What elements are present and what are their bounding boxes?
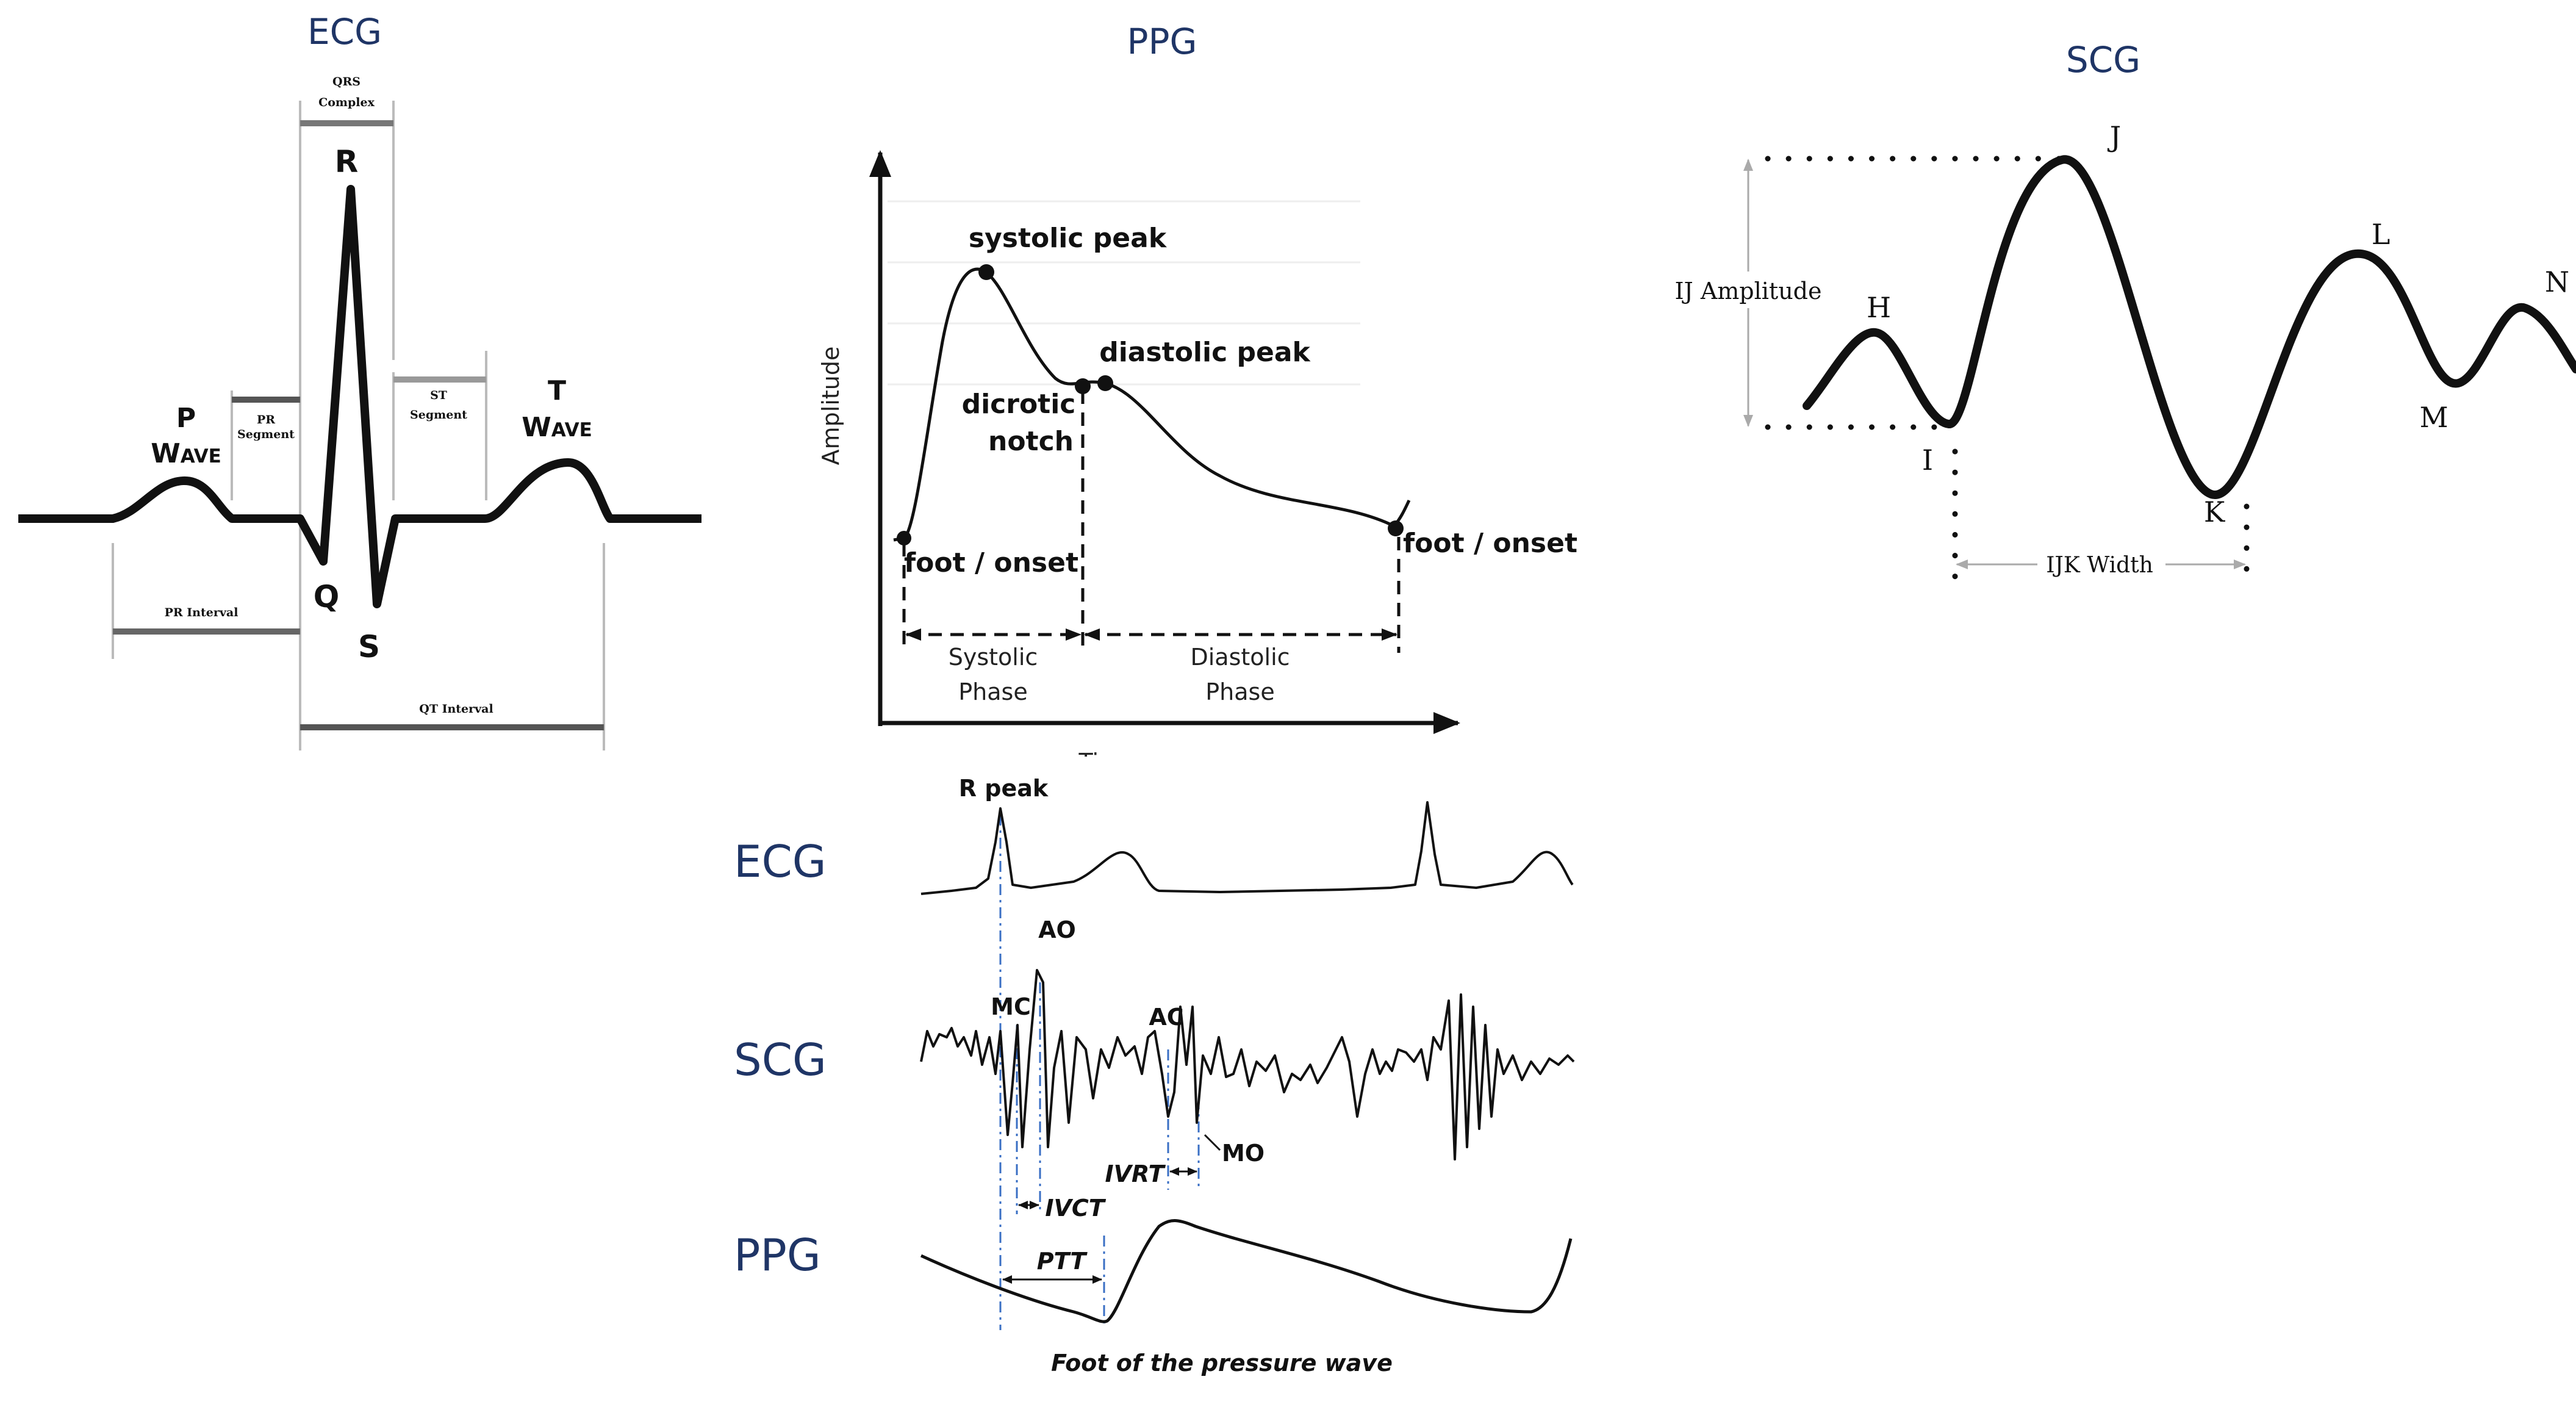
systolic-phase-line2: Phase bbox=[958, 678, 1027, 705]
row-label-scg: SCG bbox=[734, 1034, 827, 1085]
dicrotic-notch-line2: notch bbox=[988, 426, 1074, 457]
ao-annotation: AO bbox=[1038, 916, 1076, 943]
q-label: Q bbox=[314, 579, 340, 614]
ecg-interval-bars bbox=[113, 120, 604, 730]
timing-ecg-trace bbox=[920, 801, 1574, 895]
scg-point-m: M bbox=[2419, 401, 2448, 434]
scg-dotted-guides bbox=[1765, 156, 2250, 592]
ecg-guide-lines bbox=[112, 101, 605, 750]
ecg-waveform bbox=[18, 185, 701, 608]
scg-diagram: SCG IJ Amplitude IJK Width H I J K L M N bbox=[1671, 39, 2576, 592]
systolic-peak-label: systolic peak bbox=[969, 223, 1168, 254]
scg-point-i: I bbox=[1922, 444, 1933, 477]
pr-segment-line1: PR bbox=[257, 413, 275, 426]
ppg-crop-mask bbox=[1037, 757, 1183, 781]
ppg-foot-left-point bbox=[897, 531, 911, 545]
t-wave-line2: Wave bbox=[522, 412, 592, 443]
mo-annotation: MO bbox=[1222, 1140, 1265, 1167]
dicrotic-notch-line1: dicrotic bbox=[962, 389, 1076, 420]
ijk-width-label-bg bbox=[2037, 549, 2165, 580]
scg-title: SCG bbox=[2066, 39, 2140, 81]
scg-point-j: J bbox=[2108, 120, 2121, 153]
ptt-annotation: PTT bbox=[1037, 1248, 1088, 1275]
scg-point-k: K bbox=[2204, 495, 2226, 528]
ppg-y-axis-label: Amplitude bbox=[817, 347, 844, 466]
mc-annotation: MC bbox=[991, 993, 1031, 1020]
ijk-width-label: IJK Width bbox=[2046, 553, 2153, 578]
timing-guides bbox=[999, 815, 1200, 1330]
ppg-systolic-peak-point bbox=[978, 264, 994, 280]
scg-point-h: H bbox=[1867, 291, 1891, 324]
pr-interval-label: PR Interval bbox=[165, 606, 239, 619]
ppg-foot-right-point bbox=[1388, 520, 1404, 536]
diastolic-phase-line1: Diastolic bbox=[1190, 644, 1290, 671]
diastolic-peak-label: diastolic peak bbox=[1099, 337, 1311, 368]
ppg-diagram: PPG Amplitude Time bbox=[817, 21, 1577, 781]
row-label-ecg: ECG bbox=[734, 836, 827, 887]
ppg-title: PPG bbox=[1127, 21, 1197, 62]
scg-point-n: N bbox=[2545, 265, 2569, 298]
ppg-diastolic-peak-point bbox=[1097, 375, 1113, 391]
ecg-title: ECG bbox=[307, 11, 382, 52]
foot-onset-right-label: foot / onset bbox=[1403, 528, 1577, 559]
ppg-waveform bbox=[893, 267, 1411, 542]
ppg-grid bbox=[888, 200, 1360, 386]
timing-diagram: ECG SCG PPG R peak AO MC AC MO IVRT IVCT bbox=[734, 775, 1575, 1376]
st-segment-line1: ST bbox=[430, 389, 447, 402]
diastolic-phase-line2: Phase bbox=[1205, 678, 1274, 705]
ij-amplitude-label: IJ Amplitude bbox=[1675, 278, 1822, 304]
ivrt-annotation: IVRT bbox=[1105, 1161, 1166, 1187]
qt-interval-label: QT Interval bbox=[419, 702, 493, 716]
r-peak-label: R bbox=[335, 144, 359, 179]
pr-segment-line2: Segment bbox=[237, 428, 295, 441]
r-peak-annotation: R peak bbox=[959, 775, 1049, 802]
ppg-phase-dividers bbox=[902, 390, 1401, 653]
qrs-label-line1: QRS bbox=[332, 75, 361, 88]
mo-leader-line bbox=[1204, 1134, 1221, 1151]
ecg-diagram: ECG QRS Complex PR Segment ST Segment PR… bbox=[18, 11, 701, 750]
s-label: S bbox=[358, 629, 380, 664]
timing-scg-trace bbox=[920, 969, 1575, 1161]
ivct-annotation: IVCT bbox=[1045, 1195, 1106, 1222]
foot-pressure-wave-caption: Foot of the pressure wave bbox=[1051, 1350, 1393, 1376]
systolic-phase-line1: Systolic bbox=[949, 644, 1038, 671]
ppg-dicrotic-notch-point bbox=[1075, 378, 1091, 394]
row-label-ppg: PPG bbox=[734, 1229, 821, 1281]
t-wave-line1: T bbox=[548, 375, 566, 406]
st-segment-line2: Segment bbox=[410, 408, 467, 422]
scg-waveform bbox=[1803, 155, 2576, 499]
qrs-label-line2: Complex bbox=[318, 96, 375, 109]
scg-point-l: L bbox=[2372, 218, 2391, 251]
ij-amplitude-label-bg bbox=[1671, 272, 1830, 308]
ac-annotation: AC bbox=[1149, 1004, 1183, 1031]
timing-ppg-trace bbox=[920, 1219, 1573, 1323]
foot-onset-left-label: foot / onset bbox=[904, 547, 1078, 578]
p-wave-line1: P bbox=[176, 403, 196, 434]
p-wave-line2: Wave bbox=[151, 438, 221, 469]
